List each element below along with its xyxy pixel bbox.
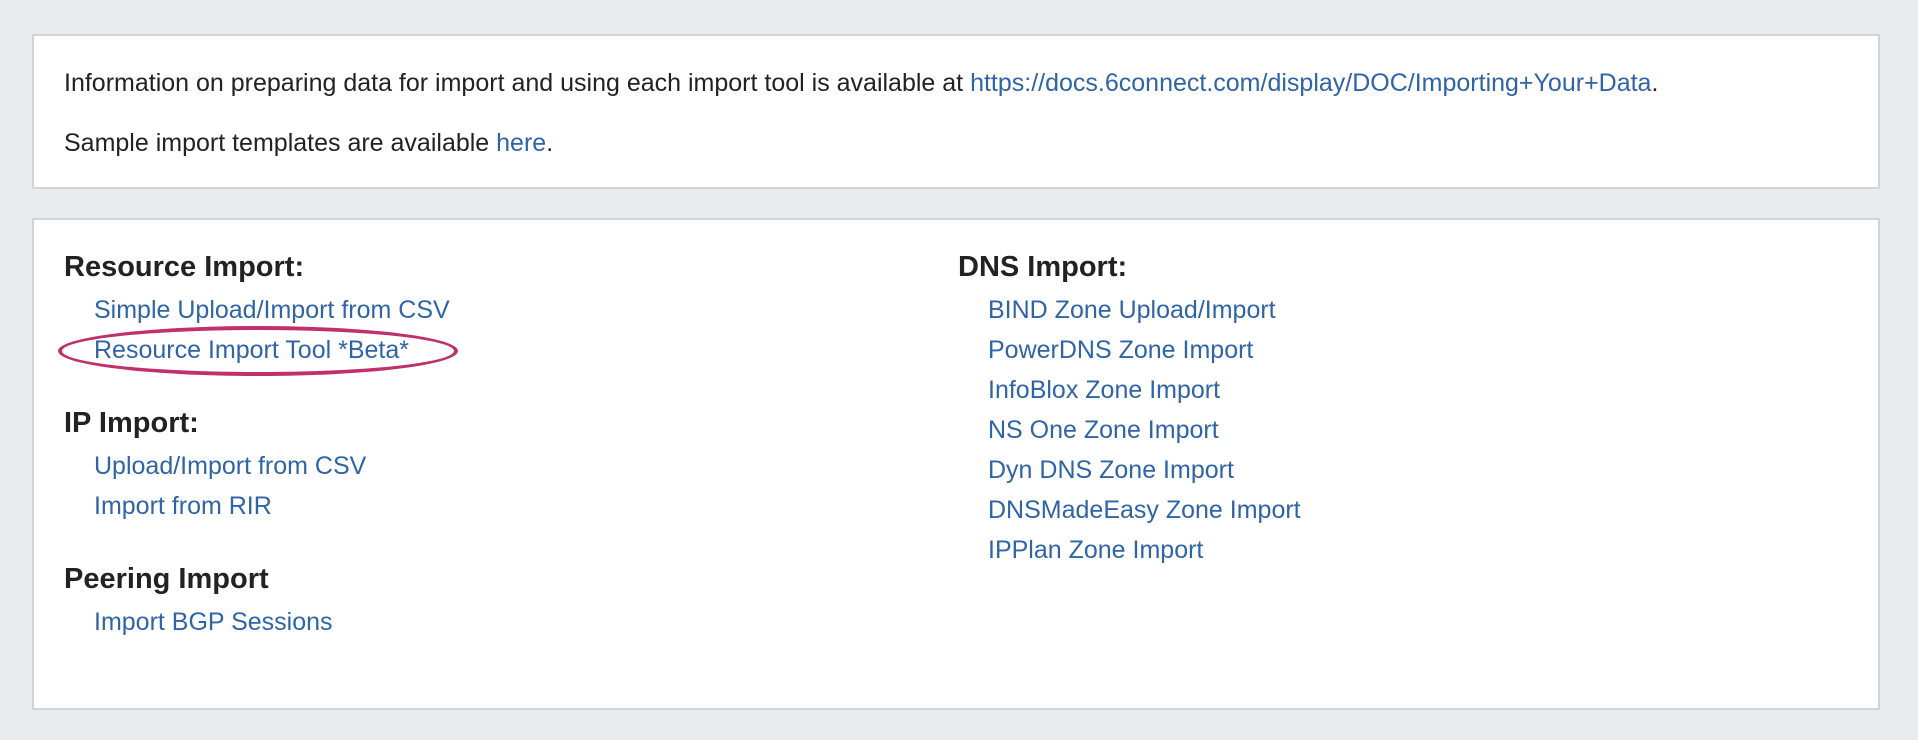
powerdns-zone-import-link[interactable]: PowerDNS Zone Import [988, 336, 1254, 364]
peering-import-heading: Peering Import [64, 563, 269, 595]
dns-import-heading: DNS Import: [958, 251, 1128, 283]
docs-link[interactable]: https://docs.6connect.com/display/DOC/Im… [970, 69, 1652, 97]
resource-import-tool-link[interactable]: Resource Import Tool *Beta* [94, 336, 409, 364]
templates-info-text: Sample import templates are available he… [64, 128, 553, 158]
dnsmadeeasy-zone-import-link[interactable]: DNSMadeEasy Zone Import [988, 496, 1301, 524]
import-tools-panel: Resource Import: Simple Upload/Import fr… [32, 218, 1880, 710]
ip-import-heading: IP Import: [64, 407, 199, 439]
import-info-panel: Information on preparing data for import… [32, 34, 1880, 189]
ip-upload-csv-link[interactable]: Upload/Import from CSV [94, 452, 367, 480]
simple-upload-csv-link[interactable]: Simple Upload/Import from CSV [94, 296, 450, 324]
resource-import-heading: Resource Import: [64, 251, 305, 283]
import-bgp-sessions-link[interactable]: Import BGP Sessions [94, 608, 333, 636]
info-text-prefix: Information on preparing data for import… [64, 69, 971, 97]
infoblox-zone-import-link[interactable]: InfoBlox Zone Import [988, 376, 1221, 404]
templates-text-prefix: Sample import templates are available [64, 129, 497, 157]
nsone-zone-import-link[interactable]: NS One Zone Import [988, 416, 1219, 444]
info-text-suffix: . [1651, 69, 1659, 97]
bind-zone-import-link[interactable]: BIND Zone Upload/Import [988, 296, 1276, 324]
import-from-rir-link[interactable]: Import from RIR [94, 492, 272, 520]
templates-text-suffix: . [546, 129, 554, 157]
ipplan-zone-import-link[interactable]: IPPlan Zone Import [988, 536, 1204, 564]
import-info-text: Information on preparing data for import… [64, 68, 1658, 98]
templates-here-link[interactable]: here [496, 129, 547, 157]
dyndns-zone-import-link[interactable]: Dyn DNS Zone Import [988, 456, 1234, 484]
